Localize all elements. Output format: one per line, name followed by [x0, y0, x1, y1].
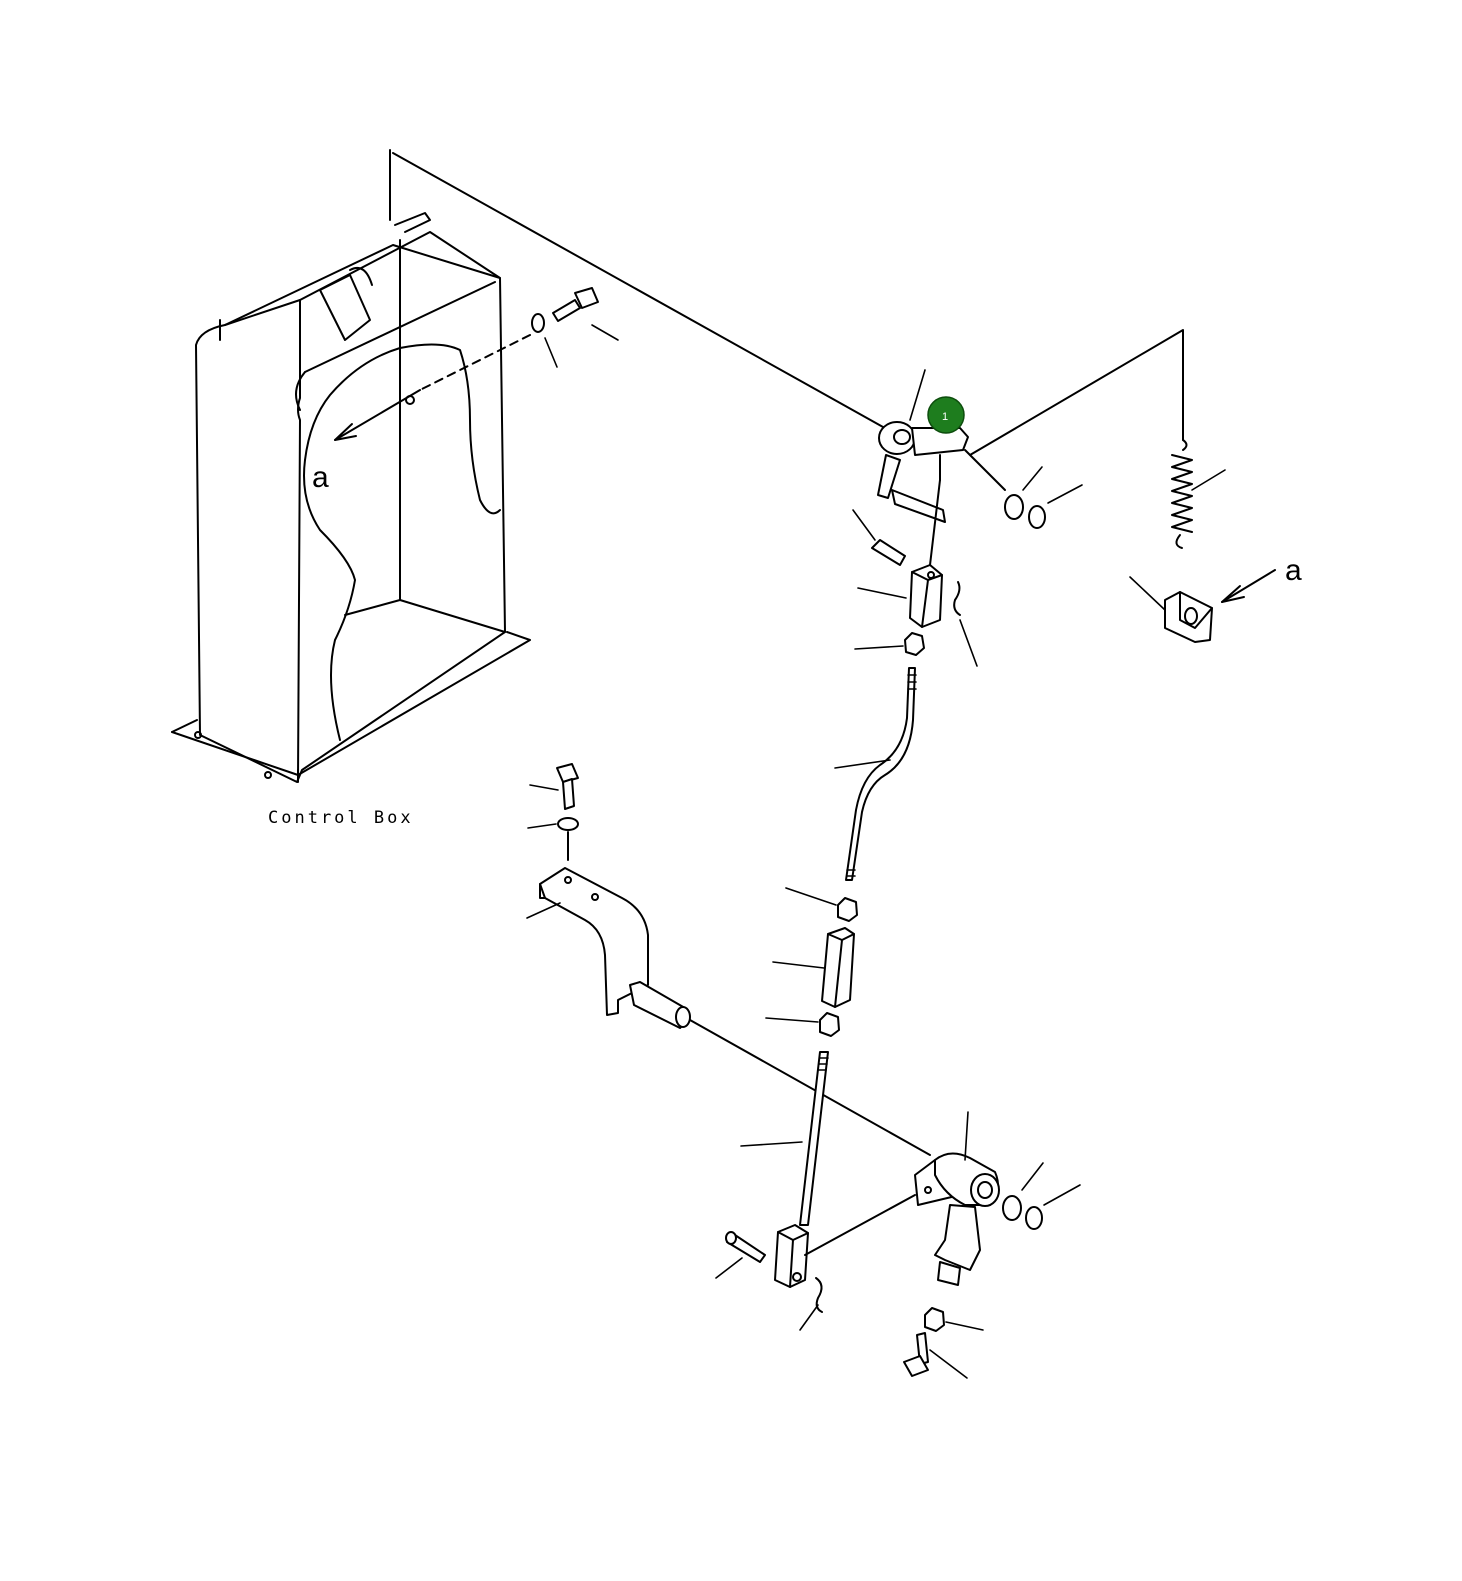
cotter-pin-upper: [953, 581, 978, 667]
rod-lower: [740, 1051, 829, 1226]
snap-ring-lower-right: [1025, 1184, 1081, 1230]
view-label-a-right: a: [1285, 554, 1302, 587]
bracket-right: [1129, 569, 1276, 643]
callout-1-number: 1: [942, 411, 948, 423]
washer-upper-right: [1004, 466, 1043, 520]
washer-lower-right: [1002, 1162, 1044, 1221]
shaft-bracket: [526, 867, 931, 1156]
bolt-top: [552, 287, 619, 341]
callout-1[interactable]: 1: [927, 396, 965, 434]
nut-middle-1: [785, 887, 858, 922]
clevis-pin-upper: [852, 509, 906, 566]
yoke-lower: [774, 1194, 916, 1288]
control-box: [171, 149, 531, 783]
bolt-bracket: [529, 763, 579, 810]
snap-ring-upper-right: [1028, 484, 1083, 529]
lower-lever: [914, 1111, 1000, 1286]
spring-line: [969, 329, 1184, 456]
cotter-pin-lower: [799, 1277, 823, 1331]
nut-upper: [854, 632, 925, 656]
turnbuckle: [772, 927, 855, 1008]
control-box-caption: Control Box: [268, 808, 414, 828]
washer-top: [531, 313, 558, 368]
nut-lower: [924, 1307, 984, 1332]
bolt-lower: [903, 1332, 968, 1379]
view-label-a-left: a: [312, 461, 329, 494]
shaft-line-upper: [392, 152, 884, 428]
nut-middle-2: [765, 1012, 840, 1037]
rod-upper: [834, 667, 917, 881]
return-spring: [1171, 439, 1226, 549]
yoke-upper: [857, 564, 943, 628]
washer-bracket: [527, 817, 579, 861]
clevis-pin-lower: [715, 1231, 766, 1279]
